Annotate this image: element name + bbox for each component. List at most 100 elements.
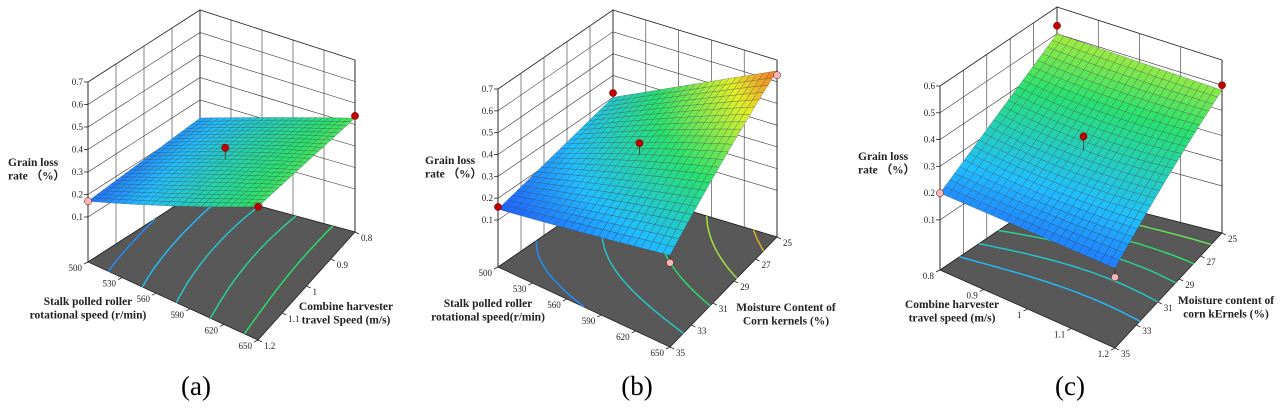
z-tick-label: 0.7 (72, 77, 84, 87)
x-tick-label: 0.9 (967, 291, 979, 301)
y-tick-label: 1.1 (288, 314, 299, 324)
z-tick-label: 0.3 (72, 167, 84, 177)
y-tick-mark (1179, 278, 1184, 282)
x-tick-label: 560 (547, 300, 561, 310)
design-point (494, 203, 502, 211)
y-tick-mark (1221, 232, 1227, 236)
x-tick-mark (185, 308, 191, 312)
y-tick-mark (1114, 347, 1120, 351)
z-tick-label: 0.5 (72, 122, 84, 132)
x-tick-label: 1.2 (1098, 349, 1109, 359)
design-point (635, 139, 644, 148)
x-axis-title: Stalk polled roller (44, 296, 133, 308)
y-tick-label: 27 (1207, 257, 1217, 267)
y-tick-mark (1157, 301, 1162, 305)
y-tick-label: 31 (719, 304, 728, 314)
x-tick-mark (219, 324, 225, 327)
y-tick-mark (282, 312, 287, 316)
y-tick-mark (712, 302, 717, 306)
z-axis-title: rate （%） (858, 163, 915, 177)
y-tick-mark (1136, 324, 1141, 328)
x-tick-mark (253, 339, 259, 343)
y-tick-mark (755, 258, 760, 262)
contour-line-0.2 (535, 240, 585, 308)
z-tick-label: 0.7 (482, 84, 494, 94)
x-tick-label: 1.1 (1054, 330, 1065, 340)
x-tick-label: 530 (513, 284, 527, 294)
design-point (1079, 132, 1088, 141)
panel-label: (a) (181, 371, 211, 401)
design-point (773, 71, 781, 80)
y-tick-label: 1 (313, 287, 318, 297)
y-tick-mark (691, 324, 696, 328)
z-tick-label: 0.5 (482, 128, 494, 138)
x-tick-label: 560 (137, 294, 151, 304)
design-point (936, 189, 944, 197)
y-tick-label: 25 (1228, 234, 1238, 244)
x-tick-label: 500 (69, 263, 83, 273)
y-tick-mark (306, 285, 311, 289)
x-tick-label: 620 (205, 325, 219, 335)
y-tick-label: 1.2 (264, 341, 275, 351)
response-surface (939, 33, 1223, 269)
contour-line-0.35 (209, 215, 297, 319)
panel-label: (c) (1055, 371, 1085, 401)
response-surface (497, 70, 778, 256)
z-tick-label: 0.3 (482, 171, 494, 181)
x-tick-mark (562, 298, 567, 302)
z-tick-label: 0.1 (482, 215, 493, 225)
x-tick-mark (1110, 347, 1116, 351)
y-axis-title: travel Speed (m/s) (302, 315, 391, 327)
y-tick-mark (669, 346, 675, 350)
x-tick-mark (83, 261, 89, 265)
z-tick-label: 0.3 (924, 161, 936, 171)
y-axis-title: Moisture content of (1178, 295, 1274, 307)
y-axis-title: corn kErnels (%) (1183, 309, 1269, 321)
y-tick-label: 29 (740, 282, 750, 292)
contour-line-0.5 (706, 215, 738, 279)
design-point (1218, 81, 1226, 90)
design-point (84, 197, 92, 206)
x-tick-label: 620 (616, 332, 630, 342)
y-tick-label: 0.8 (361, 233, 373, 243)
x-tick-mark (979, 289, 984, 292)
x-tick-mark (631, 330, 636, 334)
contour-line-0.4 (243, 225, 334, 335)
y-tick-label: 0.9 (337, 260, 349, 270)
x-tick-mark (665, 346, 671, 350)
x-tick-mark (528, 282, 533, 286)
x-tick-mark (597, 314, 602, 318)
z-tick-label: 0.4 (482, 150, 494, 160)
x-tick-mark (1023, 308, 1028, 312)
x-tick-mark (493, 266, 499, 270)
y-tick-mark (1200, 255, 1205, 259)
design-point (666, 258, 674, 267)
z-tick-label: 0.1 (924, 215, 935, 225)
y-tick-label: 33 (697, 326, 707, 336)
x-tick-label: 590 (582, 316, 596, 326)
y-tick-mark (330, 258, 335, 262)
y-tick-label: 29 (1185, 280, 1195, 290)
x-axis-title: rotational speed(r/min) (431, 312, 545, 324)
y-tick-mark (354, 231, 360, 235)
z-tick-label: 0.4 (72, 145, 84, 155)
y-tick-mark (734, 280, 739, 284)
design-point (351, 112, 359, 120)
y-tick-label: 31 (1164, 303, 1173, 313)
contour-line-0.3 (978, 243, 1159, 303)
surface-cell (1107, 257, 1120, 269)
z-axis-title: rate （%） (425, 167, 482, 181)
surface-plot-a: 5005305605906206500.80.911.11.20.10.20.3… (8, 9, 393, 401)
x-axis-title: travel speed (m/s) (909, 313, 996, 325)
z-tick-label: 0.5 (924, 108, 936, 118)
x-tick-label: 650 (239, 341, 253, 351)
contour-line-0.25 (959, 256, 1141, 322)
x-tick-label: 590 (171, 310, 185, 320)
x-tick-mark (935, 269, 941, 273)
z-tick-label: 0.2 (482, 193, 493, 203)
surface-plot-b: 5005305605906206502527293133350.10.20.30… (425, 9, 836, 401)
y-axis-title: Corn kernels (%) (743, 316, 829, 328)
y-axis-title: Combine harvester (299, 301, 393, 313)
x-tick-label: 530 (103, 279, 117, 289)
